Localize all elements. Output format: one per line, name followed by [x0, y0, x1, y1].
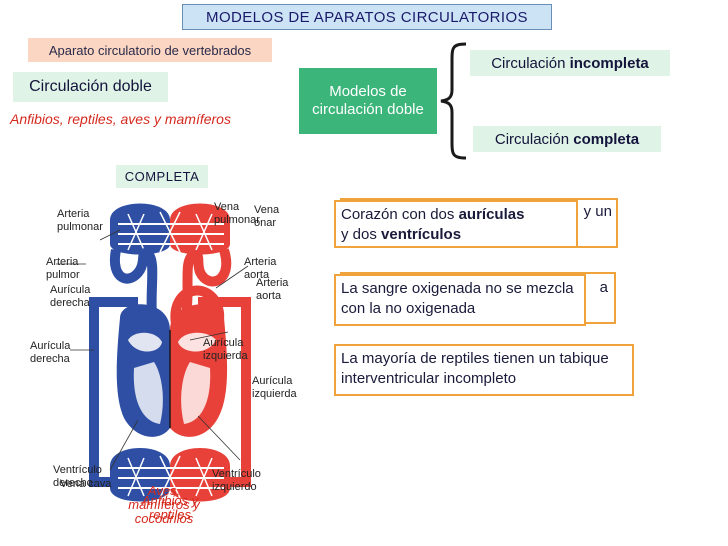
circulacion-completa-box: Circulación completa [473, 126, 661, 152]
label-arteria-aorta-1: Arteria aorta [244, 256, 277, 281]
behind-text-2: a [599, 279, 608, 296]
info-box-corazon: Corazón con dos aurículas y dos ventrícu… [334, 200, 578, 248]
modelos-box: Modelos de circulación doble [299, 68, 437, 134]
completa-label: COMPLETA [116, 165, 208, 188]
modelos-text: Modelos de circulación doble [312, 83, 424, 118]
label-vena-cava: Vena cava [60, 478, 112, 490]
incompleta-bold: incompleta [569, 54, 649, 72]
corazon-bold-ventriculos: ventrículos [381, 226, 462, 243]
info-box-reptiles: La mayoría de reptiles tienen un tabique… [334, 344, 634, 396]
label-arteria-pulmonar-1: Arteria pulmonar [57, 208, 103, 233]
curly-brace [440, 42, 467, 160]
circulacion-doble-label: Circulación doble [13, 72, 168, 102]
pointer-lines [56, 229, 249, 471]
label-arteria-aorta-2: Arteria aorta [256, 277, 289, 302]
mezcla-text: La sangre oxigenada no se mezcla con la … [341, 280, 574, 317]
brace-connector [440, 42, 467, 160]
circulacion-incompleta-box: Circulación incompleta [470, 50, 670, 76]
pulmonary-capillaries [110, 203, 230, 255]
label-aves-mamiferos: Aves, mamíferos y cocodrilos [128, 483, 200, 526]
info-box-mezcla: La sangre oxigenada no se mezcla con la … [334, 274, 586, 326]
label-vena-pulmonar-2: Vena onar [254, 204, 280, 229]
systemic-capillaries [110, 448, 230, 502]
label-auricula-derecha-2: Aurícula derecha [30, 340, 71, 365]
incompleta-prefix: Circulación [491, 54, 570, 72]
label-vena-pulmonar-1: Vena pulmonar [214, 201, 260, 226]
completa-bold: completa [573, 130, 640, 148]
page-title: MODELOS DE APARATOS CIRCULATORIOS [182, 4, 552, 30]
circulation-diagram [56, 203, 251, 502]
label-ventriculo-derecho: Ventrículo derecho [53, 464, 102, 489]
label-ventriculo-izquierdo: Ventrículo izquierdo [212, 468, 261, 493]
corazon-text-pre: Corazón con dos [341, 206, 459, 223]
heart [116, 304, 228, 437]
groups-text: Anfibios, reptiles, aves y mamíferos [10, 111, 231, 127]
pulmonary-vein-curve [181, 248, 232, 317]
label-auricula-izquierda-2: Aurícula izquierda [252, 375, 297, 400]
corazon-text-mid: y dos [341, 226, 382, 243]
label-arteria-pulmonar-2: Arteria pulmor [46, 256, 80, 281]
subtitle-label: Aparato circulatorio de vertebrados [28, 38, 272, 62]
completa-prefix: Circulación [494, 130, 574, 148]
reptiles-text: La mayoría de reptiles tienen un tabique… [341, 350, 609, 387]
label-auricula-derecha-1: Aurícula derecha [50, 284, 91, 309]
behind-text-1: y un [583, 203, 612, 220]
label-anfibios-reptiles: Anfibios y reptiles [141, 493, 199, 522]
corazon-bold-auriculas: aurículas [458, 206, 525, 223]
pulmonary-artery-curve [109, 248, 158, 317]
label-auricula-izquierda-1: Aurícula izquierda [203, 337, 248, 362]
